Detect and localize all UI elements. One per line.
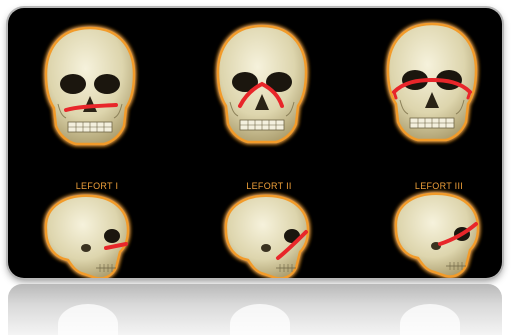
skull-side-lefort-2: [226, 196, 308, 278]
reflection-skull-1: [58, 304, 118, 335]
skull-side-lefort-3: [396, 194, 478, 277]
skull-side-lefort-1: [46, 196, 128, 278]
reflection-skull-3: [400, 304, 460, 335]
skulls-illustration: [8, 8, 502, 278]
label-lefort-1: LEFORT I: [42, 181, 152, 191]
skull-front-lefort-3: [388, 24, 476, 140]
diagram-panel: LEFORT I LEFORT II LEFORT III: [8, 8, 502, 278]
label-lefort-2: LEFORT II: [214, 181, 324, 191]
skull-front-lefort-1: [46, 28, 134, 144]
reflection-skull-2: [230, 304, 290, 335]
label-lefort-3: LEFORT III: [384, 181, 494, 191]
skull-front-lefort-2: [218, 26, 306, 142]
panel-reflection: [8, 284, 502, 335]
